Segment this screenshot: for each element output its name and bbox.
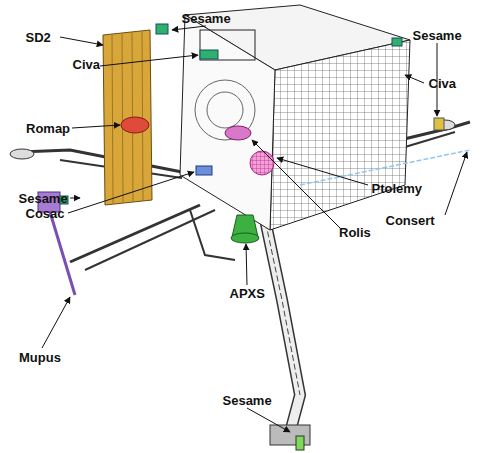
instrument-label: APXS (230, 286, 265, 301)
instrument-label: Mupus (19, 350, 61, 365)
instrument-label: Civa (429, 76, 456, 91)
instrument-label: Sesame (182, 11, 231, 26)
instrument-label: Cosac (26, 206, 65, 221)
instrument-label: Sesame (223, 393, 272, 408)
instrument-label: Romap (26, 121, 70, 136)
instrument-label: Rolis (339, 225, 371, 240)
drill-arm (262, 205, 310, 450)
instrument-label: Sesame (413, 28, 462, 43)
instrument-label: Civa (73, 57, 100, 72)
leader-lines (42, 26, 467, 432)
lander-body (180, 5, 410, 230)
instrument-label: Consert (386, 213, 435, 228)
instrument-label: Sesame (19, 191, 68, 206)
instrument-label: SD2 (26, 30, 51, 45)
instruments (38, 24, 470, 295)
instrument-label: Ptolemy (372, 181, 423, 196)
